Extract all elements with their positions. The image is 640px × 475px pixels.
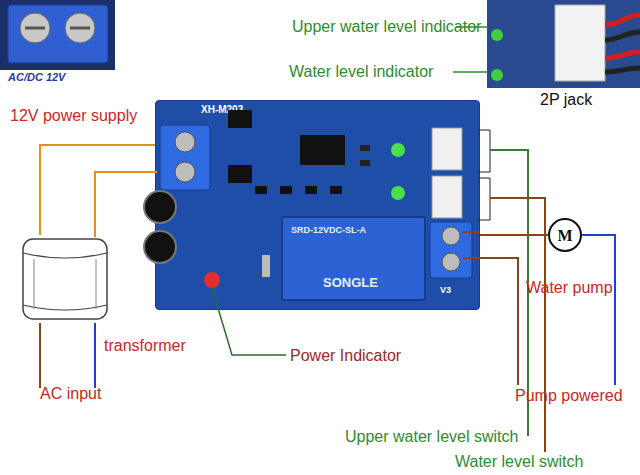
controller-board: XH-M203SRD-12VDC-SL-A SONGLE — [155, 100, 480, 310]
board-components — [228, 110, 252, 128]
terminal-inset — [8, 5, 108, 63]
jack-inset — [605, 15, 640, 25]
wires — [490, 150, 528, 436]
node-text: SRD-12VDC-SL-A — [291, 226, 366, 235]
wires — [478, 130, 490, 172]
node-text: XH-M203 — [201, 105, 243, 115]
annotation-label: Upper water level switch — [345, 429, 518, 445]
annotation-label: V3 — [440, 286, 451, 295]
jack-inset — [605, 52, 640, 58]
board-components — [300, 135, 345, 165]
node-text: M — [550, 228, 580, 244]
board-components — [255, 186, 267, 194]
wires — [478, 178, 490, 220]
terminal-inset — [65, 13, 95, 43]
wires — [463, 258, 518, 385]
transformer-part — [96, 259, 97, 309]
board-components — [262, 255, 270, 277]
wire-connector — [40, 145, 155, 235]
wires — [39, 323, 41, 388]
board-components — [360, 160, 370, 166]
indicator-leaders — [456, 26, 488, 28]
indicator-leaders — [453, 71, 488, 73]
annotation-label: Pump powered — [515, 388, 623, 404]
board-components — [144, 110, 472, 288]
wires — [95, 172, 157, 237]
board-components — [432, 128, 462, 170]
wires — [490, 198, 545, 452]
board-components — [228, 165, 252, 183]
wires — [463, 231, 480, 233]
jack-inset — [487, 0, 640, 88]
board-components — [305, 186, 317, 194]
transformer-outline — [20, 235, 110, 323]
jack-inset — [555, 5, 605, 81]
indicator-leaders — [453, 27, 488, 72]
pump-motor: M — [548, 218, 582, 252]
board-components — [391, 186, 405, 200]
jack-inset — [605, 32, 640, 40]
transformer-box: transformer — [20, 235, 110, 323]
transformer-part — [23, 239, 107, 319]
annotation-label: Water level indicator — [289, 64, 433, 80]
board-components — [175, 162, 195, 182]
board-components — [432, 176, 462, 218]
annotation-label: Power Indicator — [290, 348, 401, 364]
board-components — [175, 132, 195, 152]
annotation-label: Upper water level indicator — [292, 19, 481, 35]
board-components — [442, 227, 460, 245]
board-components — [144, 191, 176, 223]
board-components — [280, 186, 292, 194]
board-components — [360, 145, 370, 151]
jack-inset — [487, 0, 640, 88]
board-components — [442, 253, 460, 271]
transformer-part — [34, 259, 35, 309]
jack-inset — [605, 68, 640, 72]
board-components — [144, 231, 176, 263]
annotation-label: AC/DC 12V — [8, 72, 65, 83]
board-components — [391, 143, 405, 157]
wires — [212, 288, 286, 355]
annotation-label: 12V power supply — [10, 108, 137, 124]
wires — [94, 323, 96, 388]
terminal-inset — [70, 27, 90, 30]
terminal-inset — [25, 27, 45, 30]
wires — [582, 235, 615, 385]
board-components — [430, 222, 472, 278]
board-components — [330, 186, 342, 194]
terminal-inset — [0, 0, 115, 70]
transformer-part — [23, 305, 107, 310]
jack-inset — [491, 69, 503, 81]
node-text: SONGLE — [323, 276, 378, 289]
jack-inset — [491, 29, 503, 41]
board-components — [204, 272, 220, 288]
annotation-label: Water level switch — [455, 454, 583, 470]
annotation-label: AC input — [40, 386, 101, 402]
terminal-inset — [0, 0, 115, 70]
board-components — [160, 125, 210, 190]
wires — [40, 130, 615, 452]
wire-connector — [480, 234, 548, 236]
annotation-label: 2P jack — [540, 92, 592, 108]
terminal-inset — [20, 13, 50, 43]
node-text: transformer — [104, 338, 186, 354]
transformer-part — [23, 253, 107, 258]
annotation-label: Water pump — [526, 280, 613, 296]
relay-box: SRD-12VDC-SL-A SONGLE — [281, 216, 426, 301]
